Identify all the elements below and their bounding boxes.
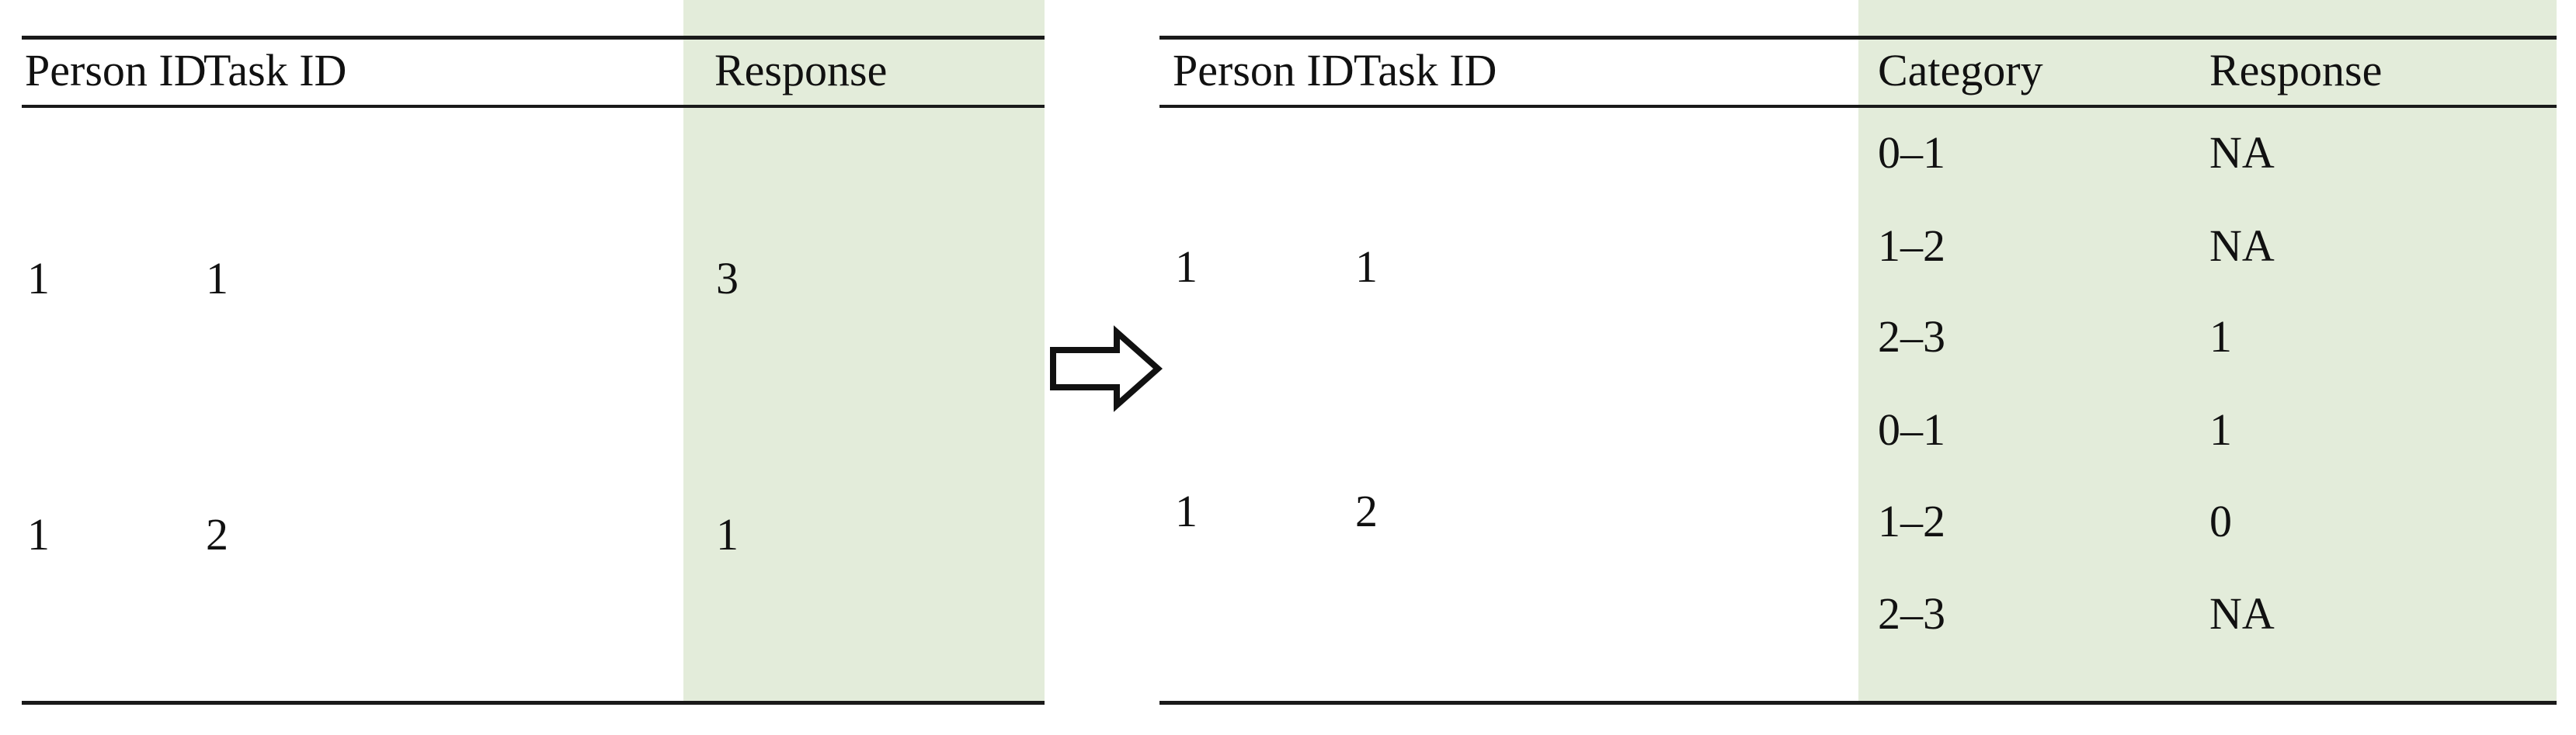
category-response-highlight xyxy=(1858,0,2557,704)
table-cell-category: 1–2 xyxy=(1878,220,1945,271)
column-header-category: Category xyxy=(1878,45,2043,95)
table-cell-response: 0 xyxy=(2209,496,2232,546)
table-cell-person-id: 1 xyxy=(27,253,50,303)
table-cell-task-id: 2 xyxy=(206,509,228,560)
column-header-person-id: Person ID xyxy=(25,45,207,95)
table-cell-person-id: 1 xyxy=(1175,241,1198,292)
column-header-task-id: Task ID xyxy=(1354,45,1497,95)
table-cell-response: 1 xyxy=(716,509,739,560)
table-cell-task-id: 1 xyxy=(206,253,228,303)
table-bottomrule xyxy=(1159,701,2557,705)
table-midrule xyxy=(22,105,1045,108)
table-cell-response: 1 xyxy=(2209,311,2232,362)
wide-format-table: Person ID Task ID Response 1 1 3 1 2 1 xyxy=(0,0,1056,735)
column-header-response: Response xyxy=(714,45,888,95)
table-cell-response: NA xyxy=(2209,220,2275,271)
table-cell-category: 0–1 xyxy=(1878,127,1945,178)
table-cell-response: 1 xyxy=(2209,404,2232,455)
table-cell-response: 3 xyxy=(716,253,739,303)
column-header-person-id: Person ID xyxy=(1173,45,1354,95)
table-toprule xyxy=(22,36,1045,40)
response-column-highlight xyxy=(683,0,1045,704)
right-arrow-outline-icon xyxy=(1050,325,1163,412)
table-cell-category: 2–3 xyxy=(1878,311,1945,362)
table-cell-category: 0–1 xyxy=(1878,404,1945,455)
table-cell-task-id: 1 xyxy=(1355,241,1378,292)
column-header-task-id: Task ID xyxy=(203,45,347,95)
column-header-response: Response xyxy=(2209,45,2383,95)
table-midrule xyxy=(1159,105,2557,108)
table-cell-category: 1–2 xyxy=(1878,496,1945,546)
table-bottomrule xyxy=(22,701,1045,705)
table-cell-person-id: 1 xyxy=(1175,486,1198,536)
table-cell-response: NA xyxy=(2209,588,2275,639)
table-toprule xyxy=(1159,36,2557,40)
table-cell-response: NA xyxy=(2209,127,2275,178)
table-cell-task-id: 2 xyxy=(1355,486,1378,536)
table-cell-category: 2–3 xyxy=(1878,588,1945,639)
table-cell-person-id: 1 xyxy=(27,509,50,560)
